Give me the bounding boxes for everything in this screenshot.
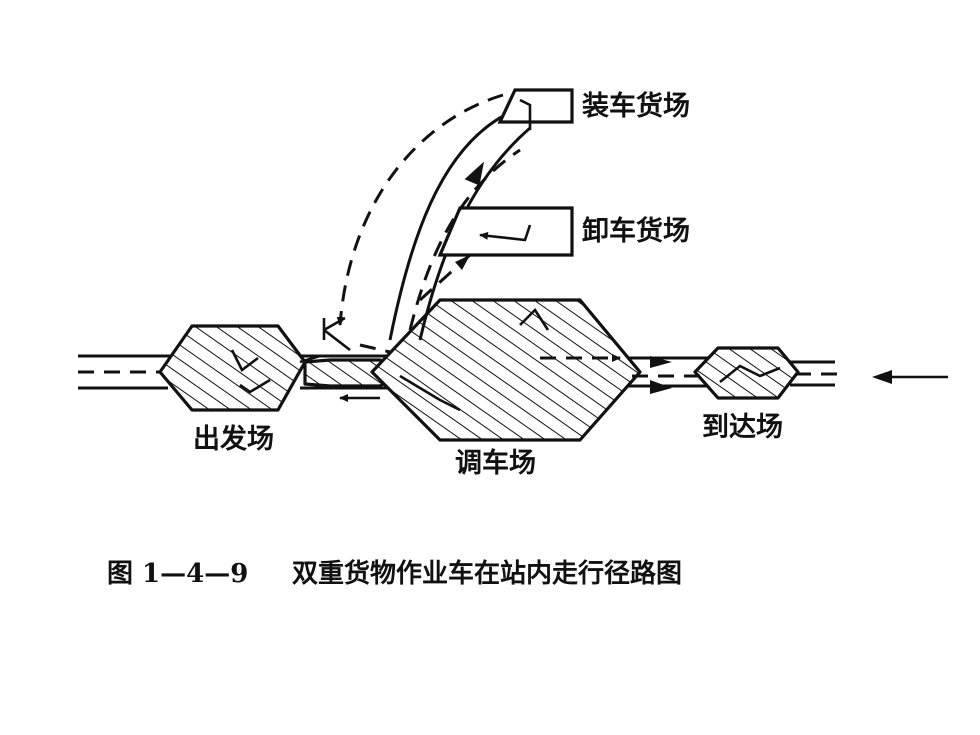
marshalling-yard-shape	[370, 298, 642, 442]
unloading-yard-label: 卸车货场	[582, 215, 690, 247]
figure-caption: 双重货物作业车在站内走行径路图	[292, 558, 682, 589]
arrival-yard-label: 到达场	[702, 412, 783, 443]
arrival-yard-shape	[693, 346, 800, 400]
departure-yard-label: 出发场	[193, 423, 274, 455]
marshalling-yard-route	[399, 307, 621, 412]
figure-number: 图 1—4—9	[107, 559, 248, 589]
incoming-arrow	[872, 370, 948, 384]
arrival-to-marshalling-route	[630, 356, 700, 394]
unloading-yard: 卸车货场	[437, 206, 690, 257]
marshalling-to-departure-route	[299, 354, 380, 402]
arrival-yard-route	[719, 364, 781, 384]
switch-mark	[322, 316, 351, 352]
marshalling-yard-label: 调车场	[455, 447, 536, 479]
departure-yard-shape	[158, 324, 307, 412]
departure-yard-route	[230, 349, 271, 394]
loading-yard-label: 装车货场	[582, 90, 690, 122]
freight-dashed-routes	[336, 93, 521, 354]
loading-yard: 装车货场	[497, 88, 690, 130]
